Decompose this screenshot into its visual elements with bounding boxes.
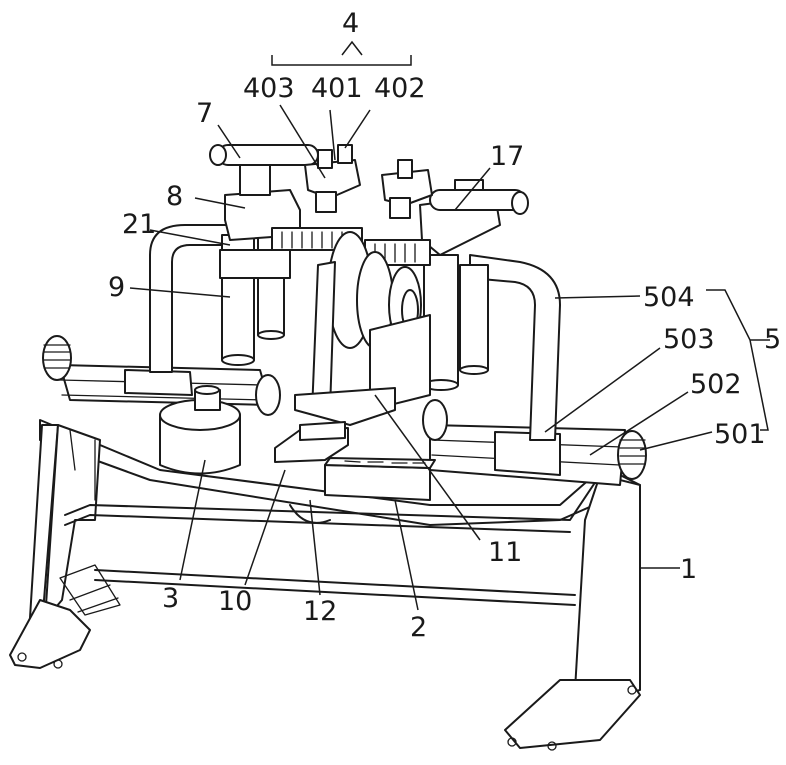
callout-503: 503 [663, 324, 715, 355]
callout-502: 502 [690, 369, 742, 400]
callout-21: 21 [122, 209, 156, 240]
callout-4: 4 [342, 8, 359, 39]
base-block [275, 422, 348, 462]
left-handle [210, 145, 318, 165]
callout-9: 9 [108, 272, 125, 303]
callout-501: 501 [714, 419, 766, 450]
callout-403: 403 [243, 73, 295, 104]
callout-12: 12 [303, 596, 337, 627]
right-handle [430, 190, 528, 214]
left-column [220, 235, 290, 365]
callout-5: 5 [764, 324, 781, 355]
callout-1: 1 [680, 554, 697, 585]
right-column [424, 255, 488, 390]
callout-17: 17 [490, 141, 524, 172]
callout-11: 11 [488, 537, 522, 568]
callout-2: 2 [410, 612, 427, 643]
callout-7: 7 [196, 98, 213, 129]
control-box [325, 458, 435, 500]
callout-504: 504 [643, 282, 695, 313]
callout-10: 10 [218, 586, 252, 617]
callout-8: 8 [166, 181, 183, 212]
callout-3: 3 [162, 583, 179, 614]
callout-401: 401 [311, 73, 363, 104]
callout-402: 402 [374, 73, 426, 104]
